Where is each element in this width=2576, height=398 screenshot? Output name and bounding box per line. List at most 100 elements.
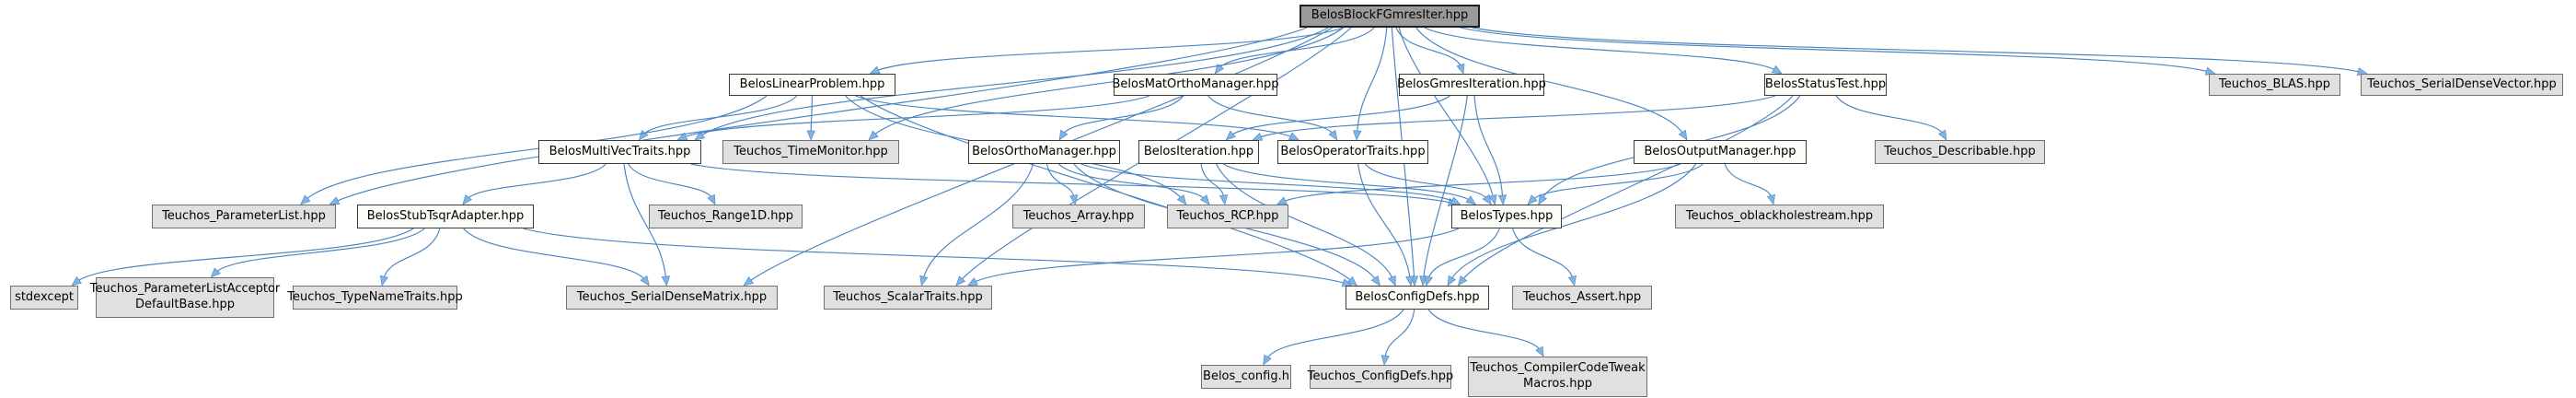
graph-node-label: BelosStubTsqrAdapter.hpp — [366, 208, 525, 223]
edge-arrowhead — [1176, 194, 1187, 205]
edge-arrowhead — [1450, 196, 1461, 205]
graph-node-belos-multi-vec-traits[interactable]: BelosMultiVecTraits.hpp — [538, 140, 701, 164]
edge-belos-ortho-manager-to-teuchos-array — [1045, 163, 1075, 199]
edge-arrowhead — [1219, 194, 1229, 205]
edge-arrowhead — [1447, 275, 1457, 287]
edge-root-to-teuchos-blas — [1460, 27, 2210, 73]
edge-belos-operator-traits-to-belos-types — [1364, 163, 1488, 200]
graph-node-teuchos-time-monitor[interactable]: Teuchos_TimeMonitor.hpp — [722, 140, 899, 164]
edge-belos-mat-ortho-manager-to-belos-multi-vec-traits — [683, 95, 1150, 138]
edge-belos-mat-ortho-manager-to-belos-ortho-manager — [1062, 95, 1184, 135]
graph-node-teuchos-rcp[interactable]: Teuchos_RCP.hpp — [1167, 205, 1288, 228]
edge-arrowhead — [1199, 194, 1210, 205]
edge-belos-linear-problem-to-teuchos-parameter-list — [305, 95, 768, 201]
edge-arrowhead — [1538, 193, 1547, 205]
graph-node-label: Belos_config.h — [1203, 369, 1289, 383]
graph-node-label: BelosOperatorTraits.hpp — [1280, 144, 1426, 158]
edge-belos-output-manager-to-belos-config-defs — [1450, 163, 1697, 281]
graph-node-label: BelosLinearProblem.hpp — [739, 76, 885, 91]
graph-node-teuchos-config-defs[interactable]: Teuchos_ConfigDefs.hpp — [1308, 365, 1453, 389]
edge-belos-iteration-to-belos-config-defs — [1215, 163, 1394, 280]
edge-belos-multi-vec-traits-to-teuchos-serial-dense-matrix — [623, 163, 667, 280]
graph-node-belos-ortho-manager[interactable]: BelosOrthoManager.hpp — [968, 140, 1120, 164]
edge-arrowhead — [640, 275, 650, 287]
edge-arrowhead — [1405, 275, 1415, 287]
graph-node-stdexcept[interactable]: stdexcept — [10, 286, 78, 310]
edge-belos-linear-problem-to-belos-config-defs — [860, 95, 1353, 282]
graph-node-teuchos-array[interactable]: Teuchos_Array.hpp — [1012, 205, 1145, 228]
graph-node-teuchos-serial-dense-vector[interactable]: Teuchos_SerialDenseVector.hpp — [2361, 74, 2563, 96]
graph-node-teuchos-parameter-list[interactable]: Teuchos_ParameterList.hpp — [152, 205, 336, 228]
graph-node-label: Teuchos_Range1D.hpp — [658, 208, 793, 223]
edge-arrowhead — [1497, 194, 1507, 205]
edge-arrowhead — [806, 130, 815, 141]
edge-arrowhead — [869, 65, 881, 75]
edge-arrowhead — [1388, 275, 1396, 287]
edge-arrowhead — [1069, 194, 1079, 205]
graph-node-teuchos-blas[interactable]: Teuchos_BLAS.hpp — [2209, 74, 2340, 96]
edge-belos-stub-tsqr-adapter-to-belos-config-defs — [523, 228, 1346, 285]
edge-arrowhead — [868, 130, 879, 141]
graph-node-label: Teuchos_Describable.hpp — [1884, 144, 2036, 158]
graph-node-teuchos-oblackholestream[interactable]: Teuchos_oblackholestream.hpp — [1675, 205, 1884, 228]
edge-root-to-belos-linear-problem — [875, 27, 1344, 72]
graph-node-belos-config-defs[interactable]: BelosConfigDefs.hpp — [1346, 286, 1489, 310]
graph-node-belos-config-h[interactable]: Belos_config.h — [1201, 365, 1291, 389]
edge-root-to-belos-operator-traits — [1356, 27, 1388, 135]
graph-node-teuchos-type-name-traits[interactable]: Teuchos_TypeNameTraits.hpp — [287, 286, 463, 310]
graph-node-teuchos-serial-dense-matrix[interactable]: Teuchos_SerialDenseMatrix.hpp — [566, 286, 778, 310]
edge-arrowhead — [1346, 275, 1357, 287]
edge-belos-status-test-to-belos-iteration — [1258, 95, 1776, 139]
edge-belos-types-to-belos-config-defs — [1427, 228, 1500, 280]
edge-belos-multi-vec-traits-to-belos-stub-tsqr-adapter — [466, 163, 606, 200]
edge-belos-types-to-teuchos-scalar-traits — [973, 228, 1460, 284]
graph-node-label: BelosOrthoManager.hpp — [972, 144, 1116, 158]
graph-node-teuchos-assert[interactable]: Teuchos_Assert.hpp — [1512, 286, 1652, 310]
edge-arrowhead — [1225, 130, 1236, 141]
graph-node-label: BelosStatusTest.hpp — [1764, 76, 1887, 91]
edge-root-to-belos-types — [1398, 27, 1495, 199]
graph-node-label: BelosBlockFGmresIter.hpp — [1311, 8, 1469, 23]
edge-arrowhead — [1488, 193, 1497, 205]
edge-belos-output-manager-to-teuchos-rcp — [1282, 163, 1681, 203]
edge-belos-mat-ortho-manager-to-belos-operator-traits — [1207, 95, 1334, 135]
edge-arrowhead — [1527, 194, 1538, 205]
graph-node-label: Teuchos_TimeMonitor.hpp — [734, 144, 888, 158]
edge-belos-stub-tsqr-adapter-to-teuchos-parameter-list-acceptor-default-base — [214, 228, 425, 274]
edge-arrowhead — [661, 275, 670, 287]
edge-root-to-teuchos-parameter-list — [335, 27, 1308, 203]
graph-node-teuchos-scalar-traits[interactable]: Teuchos_ScalarTraits.hpp — [824, 286, 992, 310]
edge-root-to-teuchos-serial-dense-vector — [1472, 27, 2362, 73]
graph-node-belos-linear-problem[interactable]: BelosLinearProblem.hpp — [729, 74, 895, 96]
edge-root-to-belos-status-test — [1424, 27, 1777, 71]
edge-belos-stub-tsqr-adapter-to-stdexcept — [76, 228, 414, 283]
graph-node-belos-output-manager[interactable]: BelosOutputManager.hpp — [1634, 140, 1807, 164]
graph-node-belos-iteration[interactable]: BelosIteration.hpp — [1138, 140, 1259, 164]
edge-arrowhead — [707, 193, 716, 205]
graph-node-belos-gmres-iteration[interactable]: BelosGmresIteration.hpp — [1397, 74, 1546, 96]
graph-node-label: Teuchos_Assert.hpp — [1522, 289, 1642, 304]
graph-node-belos-status-test[interactable]: BelosStatusTest.hpp — [1764, 74, 1887, 96]
graph-node-belos-mat-ortho-manager[interactable]: BelosMatOrthoManager.hpp — [1112, 74, 1279, 96]
edge-belos-gmres-iteration-to-belos-config-defs — [1423, 95, 1468, 280]
graph-node-label: BelosMatOrthoManager.hpp — [1112, 76, 1279, 91]
edge-arrowhead — [955, 275, 966, 287]
edge-belos-linear-problem-to-belos-operator-traits — [855, 95, 1294, 138]
graph-node-label: Teuchos_Array.hpp — [1022, 208, 1135, 223]
edge-arrowhead — [1678, 129, 1688, 141]
graph-node-teuchos-range1d[interactable]: Teuchos_Range1D.hpp — [649, 205, 803, 228]
edge-root-to-belos-mat-ortho-manager — [1218, 27, 1375, 69]
edge-arrowhead — [1567, 275, 1577, 287]
graph-node-belos-types[interactable]: BelosTypes.hpp — [1451, 205, 1562, 228]
graph-node-teuchos-describable[interactable]: Teuchos_Describable.hpp — [1875, 140, 2045, 164]
edge-arrowhead — [1380, 355, 1390, 366]
graph-node-label: BelosGmresIteration.hpp — [1397, 76, 1546, 91]
edge-arrowhead — [462, 194, 472, 205]
graph-node-belos-stub-tsqr-adapter[interactable]: BelosStubTsqrAdapter.hpp — [357, 205, 534, 228]
graph-node-belos-operator-traits[interactable]: BelosOperatorTraits.hpp — [1277, 140, 1428, 164]
edge-arrowhead — [1214, 63, 1225, 75]
graph-node-root[interactable]: BelosBlockFGmresIter.hpp — [1300, 5, 1480, 28]
edge-belos-multi-vec-traits-to-teuchos-range1d — [628, 163, 713, 199]
